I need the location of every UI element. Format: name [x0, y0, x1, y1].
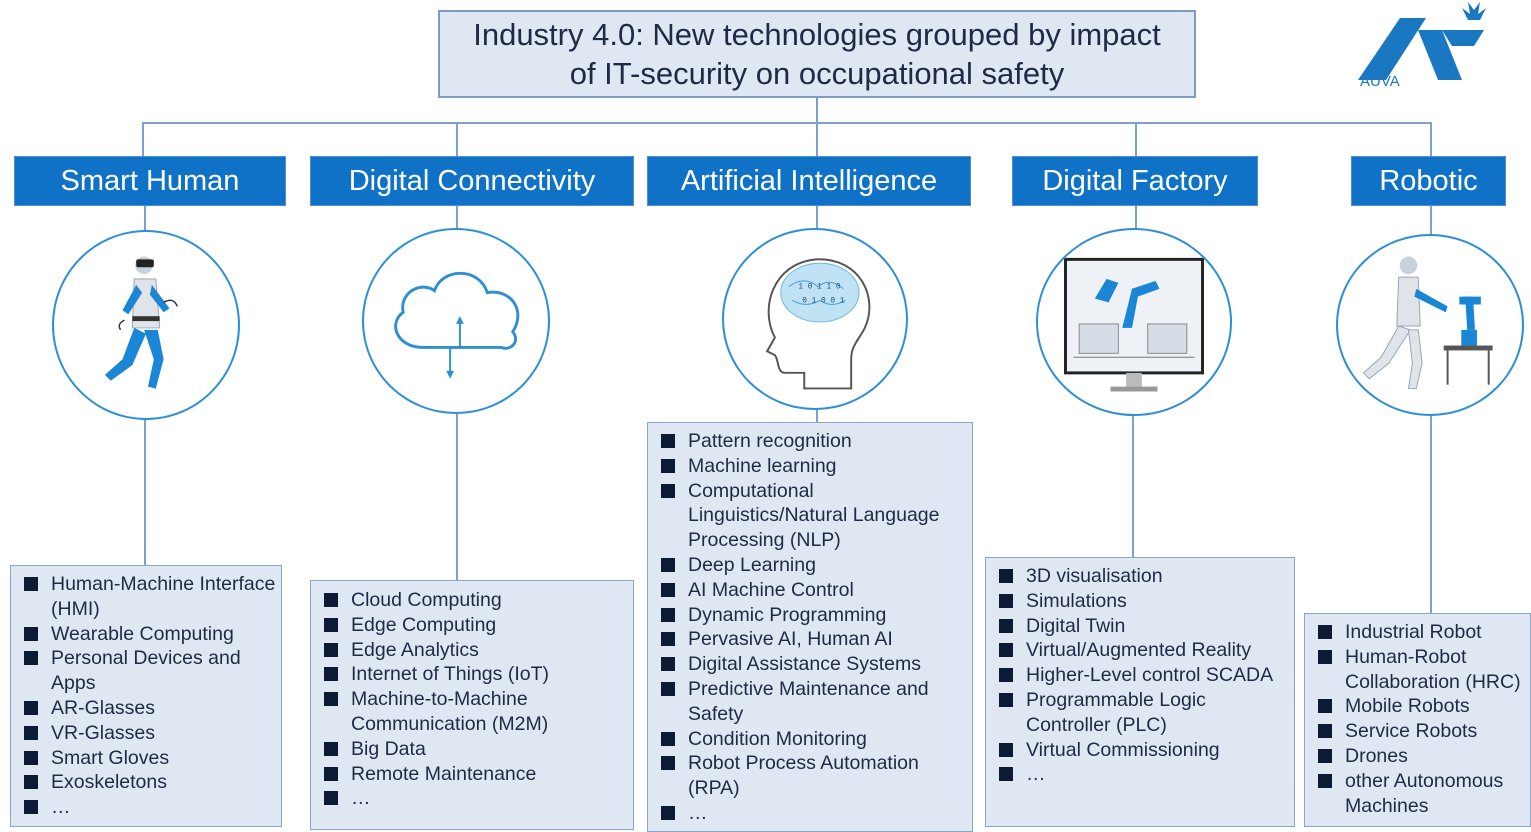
list-item: Smart Gloves — [11, 746, 281, 771]
category-label: Digital Factory — [1042, 164, 1228, 197]
title-line-1: Industry 4.0: New technologies grouped b… — [473, 17, 1161, 52]
list-item: … — [11, 795, 281, 820]
list-item: Dynamic Programming — [648, 603, 972, 628]
list-item: AI Machine Control — [648, 578, 972, 603]
factory-monitor-icon — [1036, 228, 1232, 416]
list-item: Digital Assistance Systems — [648, 652, 972, 677]
list-item: Cloud Computing — [311, 588, 633, 613]
connector-cat-circle-2 — [456, 205, 458, 230]
list-item: Edge Computing — [311, 613, 633, 638]
category-digital-connectivity: Digital Connectivity — [310, 156, 634, 206]
category-digital-factory: Digital Factory — [1012, 156, 1258, 206]
head-brain-icon: 1 0 1 1 0 0 1 0 0 1 — [722, 228, 908, 410]
list-item: Pattern recognition — [648, 429, 972, 454]
list-item: Machine learning — [648, 454, 972, 479]
category-smart-human: Smart Human — [14, 156, 286, 206]
list-item: Virtual/Augmented Reality — [986, 638, 1294, 663]
connector-circle-list-4 — [1132, 416, 1134, 558]
auva-logo: AUVA — [1356, 0, 1496, 90]
list-item: Personal Devices and Apps — [11, 646, 281, 696]
human-robot-collaboration-icon — [1336, 234, 1524, 416]
list-item: Computational Linguistics/Natural Langua… — [648, 479, 972, 553]
connector-circle-list-2 — [456, 412, 458, 582]
list-item: 3D visualisation — [986, 564, 1294, 589]
list-item: Robot Process Automation (RPA) — [648, 751, 972, 801]
list-item: … — [648, 801, 972, 826]
list-item: Higher-Level control SCADA — [986, 663, 1294, 688]
list-item: … — [986, 762, 1294, 787]
connector-cat-circle-3 — [816, 205, 818, 230]
list-item: Internet of Things (IoT) — [311, 662, 633, 687]
list-item: Condition Monitoring — [648, 727, 972, 752]
list-item: Mobile Robots — [1305, 694, 1530, 719]
connector-cat-circle-5 — [1430, 205, 1432, 235]
list-item: Wearable Computing — [11, 622, 281, 647]
connector-down-1 — [142, 122, 144, 157]
connector-down-2 — [456, 122, 458, 157]
list-item: Machine-to-Machine Communication (M2M) — [311, 687, 633, 737]
category-label: Digital Connectivity — [348, 164, 596, 197]
list-item: Pervasive AI, Human AI — [648, 627, 972, 652]
list-item: Simulations — [986, 589, 1294, 614]
list-item: Digital Twin — [986, 614, 1294, 639]
list-item: Remote Maintenance — [311, 762, 633, 787]
connector-circle-list-3 — [816, 408, 818, 424]
list-item: Programmable Logic Controller (PLC) — [986, 688, 1294, 738]
svg-text:0 1 0 0 1: 0 1 0 0 1 — [802, 296, 845, 305]
connector-down-5 — [1430, 122, 1432, 157]
person-vr-headset-icon — [52, 230, 240, 420]
list-item: Drones — [1305, 744, 1530, 769]
list-item: … — [311, 786, 633, 811]
diagram-title: Industry 4.0: New technologies grouped b… — [438, 10, 1196, 98]
connector-title-down — [816, 98, 818, 123]
list-item: Deep Learning — [648, 553, 972, 578]
connector-down-3 — [816, 122, 818, 157]
connector-circle-list-1 — [144, 420, 146, 566]
category-label: Smart Human — [60, 164, 240, 197]
list-item: Predictive Maintenance and Safety — [648, 677, 972, 727]
category-label: Artificial Intelligence — [680, 164, 938, 197]
list-item: Edge Analytics — [311, 638, 633, 663]
list-item: VR-Glasses — [11, 721, 281, 746]
connector-horizontal — [142, 122, 1432, 124]
category-label: Robotic — [1379, 164, 1478, 197]
connector-circle-list-5 — [1430, 416, 1432, 614]
cloud-sync-icon — [362, 228, 550, 414]
items-smart-human: Human-Machine Interface (HMI)Wearable Co… — [11, 572, 281, 820]
logo-text: AUVA — [1360, 73, 1400, 90]
list-item: Service Robots — [1305, 719, 1530, 744]
list-item: Virtual Commissioning — [986, 738, 1294, 763]
list-item: Exoskeletons — [11, 770, 281, 795]
category-robotic: Robotic — [1351, 156, 1506, 206]
svg-text:1 0 1 1 0: 1 0 1 1 0 — [798, 283, 841, 292]
connector-cat-circle-4 — [1135, 205, 1137, 230]
list-item: Big Data — [311, 737, 633, 762]
title-line-2: of IT-security on occupational safety — [569, 56, 1065, 91]
list-item: other Autonomous Machines — [1305, 769, 1530, 819]
list-item: AR-Glasses — [11, 696, 281, 721]
connector-down-4 — [1135, 122, 1137, 157]
list-item: Industrial Robot — [1305, 620, 1530, 645]
list-smart-human: Human-Machine Interface (HMI)Wearable Co… — [10, 565, 282, 827]
list-item: Human-Robot Collaboration (HRC) — [1305, 645, 1530, 695]
list-item: Human-Machine Interface (HMI) — [11, 572, 281, 622]
category-artificial-intelligence: Artificial Intelligence — [647, 156, 971, 206]
